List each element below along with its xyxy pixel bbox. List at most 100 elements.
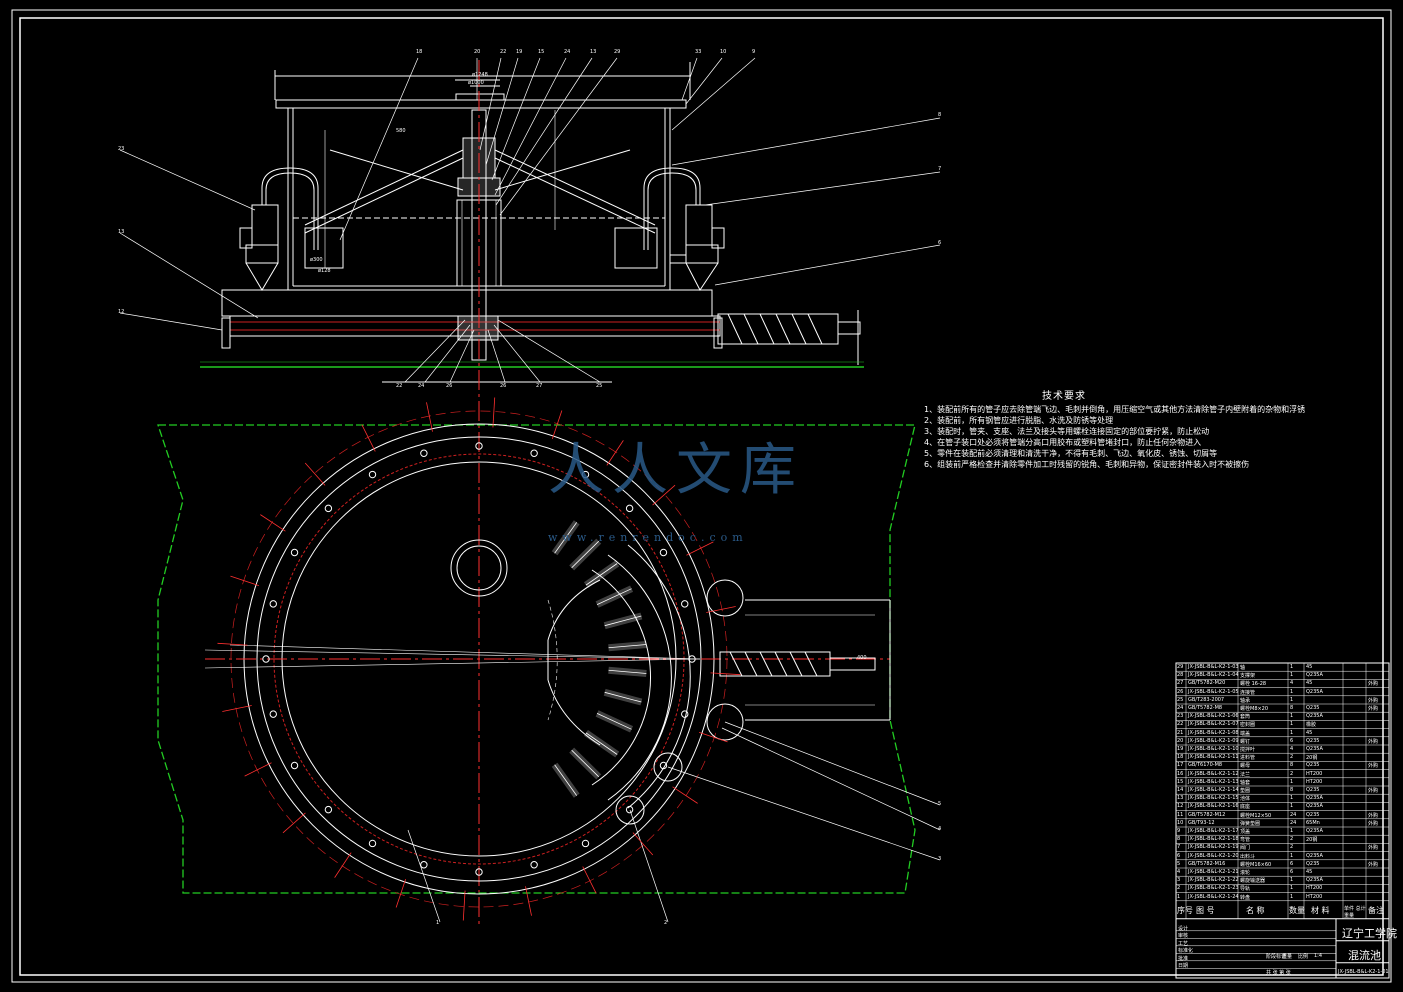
- table-cell: 垫圈: [1240, 788, 1251, 794]
- table-cell: 4: [1290, 680, 1294, 687]
- table-cell: 65Mn: [1306, 819, 1320, 826]
- callout-number: 24: [564, 49, 571, 55]
- table-cell: 橡胶: [1306, 722, 1317, 729]
- vane-line: [604, 691, 642, 703]
- radial-tick: [698, 731, 728, 743]
- table-cell: 螺栓M8×20: [1240, 706, 1269, 712]
- table-cell: 进料管: [1240, 755, 1256, 762]
- tech-item-2: 2、装配前，所有钢管应进行脱脂、水洗及防锈等处理: [924, 416, 1114, 425]
- table-cell: Q235: [1306, 811, 1320, 818]
- table-cell: 5: [1177, 860, 1181, 867]
- sign-label: 设计: [1178, 925, 1189, 932]
- callout-number: 26: [446, 383, 453, 389]
- callout-number: 22: [500, 49, 507, 55]
- callout-number: 12: [118, 309, 125, 315]
- table-cell: 18: [1177, 754, 1184, 761]
- table-cell: 搅拌叶: [1240, 747, 1256, 753]
- table-cell: 24: [1290, 811, 1297, 818]
- table-cell: JX-JSBL-B&L-K2-1-04: [1188, 672, 1239, 679]
- radial-tick: [361, 424, 376, 452]
- callout-number: 24: [418, 383, 425, 389]
- table-cell: 1: [1290, 721, 1294, 728]
- dimension-label: ø1000: [468, 80, 484, 86]
- table-cell: 螺栓M12×50: [1240, 812, 1272, 819]
- vane-line: [585, 732, 618, 755]
- plan-view: [157, 410, 916, 908]
- callout-number: 15: [538, 49, 545, 55]
- tech-item-6: 6、组装前严格检查并清除零件加工时残留的锐角、毛刺和异物，保证密封件装入时不被擦…: [924, 460, 1250, 469]
- table-cell: 45: [1306, 729, 1313, 736]
- technical-requirements: 技术要求 1、装配前所有的管子应去除管端飞边、毛刺并倒角，用压缩空气或其他方法清…: [924, 391, 1364, 470]
- table-cell: 外购: [1368, 788, 1379, 794]
- callout-number: 23: [118, 146, 125, 152]
- bolt-hole: [324, 504, 333, 513]
- bolt-hole: [368, 470, 377, 479]
- table-cell: 连接管: [1240, 689, 1256, 696]
- sign-label: 批准: [1178, 955, 1189, 962]
- technical-requirements-title: 技术要求: [1042, 391, 1086, 402]
- drawing-name: 混流池: [1348, 948, 1381, 962]
- table-cell: 8: [1290, 705, 1294, 711]
- table-cell: 出料斗: [1240, 853, 1256, 860]
- table-cell: 套筒: [1240, 714, 1251, 721]
- table-cell: 12: [1177, 803, 1184, 810]
- bolt-hole: [681, 710, 689, 718]
- table-cell: 1: [1290, 713, 1294, 720]
- scale-label: 重量: [1282, 953, 1293, 960]
- radial-tick: [222, 705, 252, 712]
- table-cell: 6: [1177, 852, 1181, 859]
- table-cell: Q235A: [1306, 713, 1323, 720]
- table-cell: 14: [1177, 787, 1184, 793]
- table-cell: 4: [1290, 746, 1294, 752]
- table-cell: 外购: [1368, 681, 1379, 688]
- table-cell: GB/T93-12: [1188, 819, 1215, 826]
- table-cell: 20钢: [1306, 837, 1318, 844]
- table-cell: 密封圈: [1240, 722, 1256, 729]
- table-cell: 外购: [1368, 697, 1379, 704]
- table-cell: 外购: [1368, 845, 1379, 852]
- table-cell: 1: [1177, 893, 1181, 900]
- table-cell: 28: [1177, 672, 1184, 679]
- table-cell: 轴承: [1240, 697, 1251, 704]
- radial-tick: [652, 484, 676, 506]
- watermark-url: www.renrendoc.com: [548, 531, 748, 544]
- table-cell: 螺旋输送器: [1240, 878, 1266, 885]
- radial-tick: [706, 606, 736, 613]
- table-header-cell: 数量: [1289, 905, 1305, 915]
- sign-label: 工艺: [1178, 940, 1189, 947]
- vane-line: [554, 764, 578, 796]
- table-cell: 导轨: [1240, 886, 1251, 893]
- dimension-label: ø128: [318, 268, 331, 274]
- watermark-text: 人人文库: [548, 438, 804, 503]
- table-cell: 29: [1177, 664, 1184, 670]
- table-cell: 螺栓M16×60: [1240, 861, 1272, 868]
- callout-number: 29: [614, 49, 621, 55]
- table-cell: 1: [1290, 828, 1294, 834]
- tech-item-3: 3、装配时，管夹、支座、法兰及接头等用螺栓连接固定的部位要拧紧，防止松动: [924, 427, 1210, 436]
- table-cell: 45: [1306, 664, 1313, 670]
- table-cell: JX-JSBL-B&L-K2-1-07: [1188, 721, 1239, 728]
- callout-number: 26: [500, 383, 507, 389]
- table-cell: Q235A: [1306, 803, 1323, 810]
- table-cell: 20钢: [1306, 755, 1318, 762]
- bolt-hole: [420, 861, 428, 869]
- bolt-hole: [581, 470, 590, 479]
- table-cell: 弯管: [1240, 837, 1251, 844]
- table-cell: 端盖: [1240, 730, 1251, 737]
- radial-tick: [606, 440, 624, 466]
- table-cell: 螺钉: [1240, 738, 1251, 745]
- table-cell: 轴套: [1240, 779, 1251, 786]
- table-cell: JX-JSBL-B&L-K2-1-17: [1188, 828, 1239, 834]
- callout-number: 5: [938, 801, 942, 807]
- table-cell: 4: [1177, 869, 1181, 875]
- bolt-hole: [475, 868, 483, 876]
- table-cell: Q235A: [1306, 688, 1323, 695]
- table-cell: 外购: [1368, 812, 1379, 819]
- bolt-hole: [290, 761, 299, 770]
- table-cell: GB/T5782-M8: [1188, 705, 1223, 711]
- table-cell: JX-JSBL-B&L-K2-1-08: [1188, 729, 1239, 736]
- table-cell: 6: [1290, 737, 1294, 744]
- table-cell: GB/T6170-M8: [1188, 762, 1223, 769]
- table-cell: 45: [1306, 680, 1313, 687]
- table-cell: 6: [1290, 869, 1294, 875]
